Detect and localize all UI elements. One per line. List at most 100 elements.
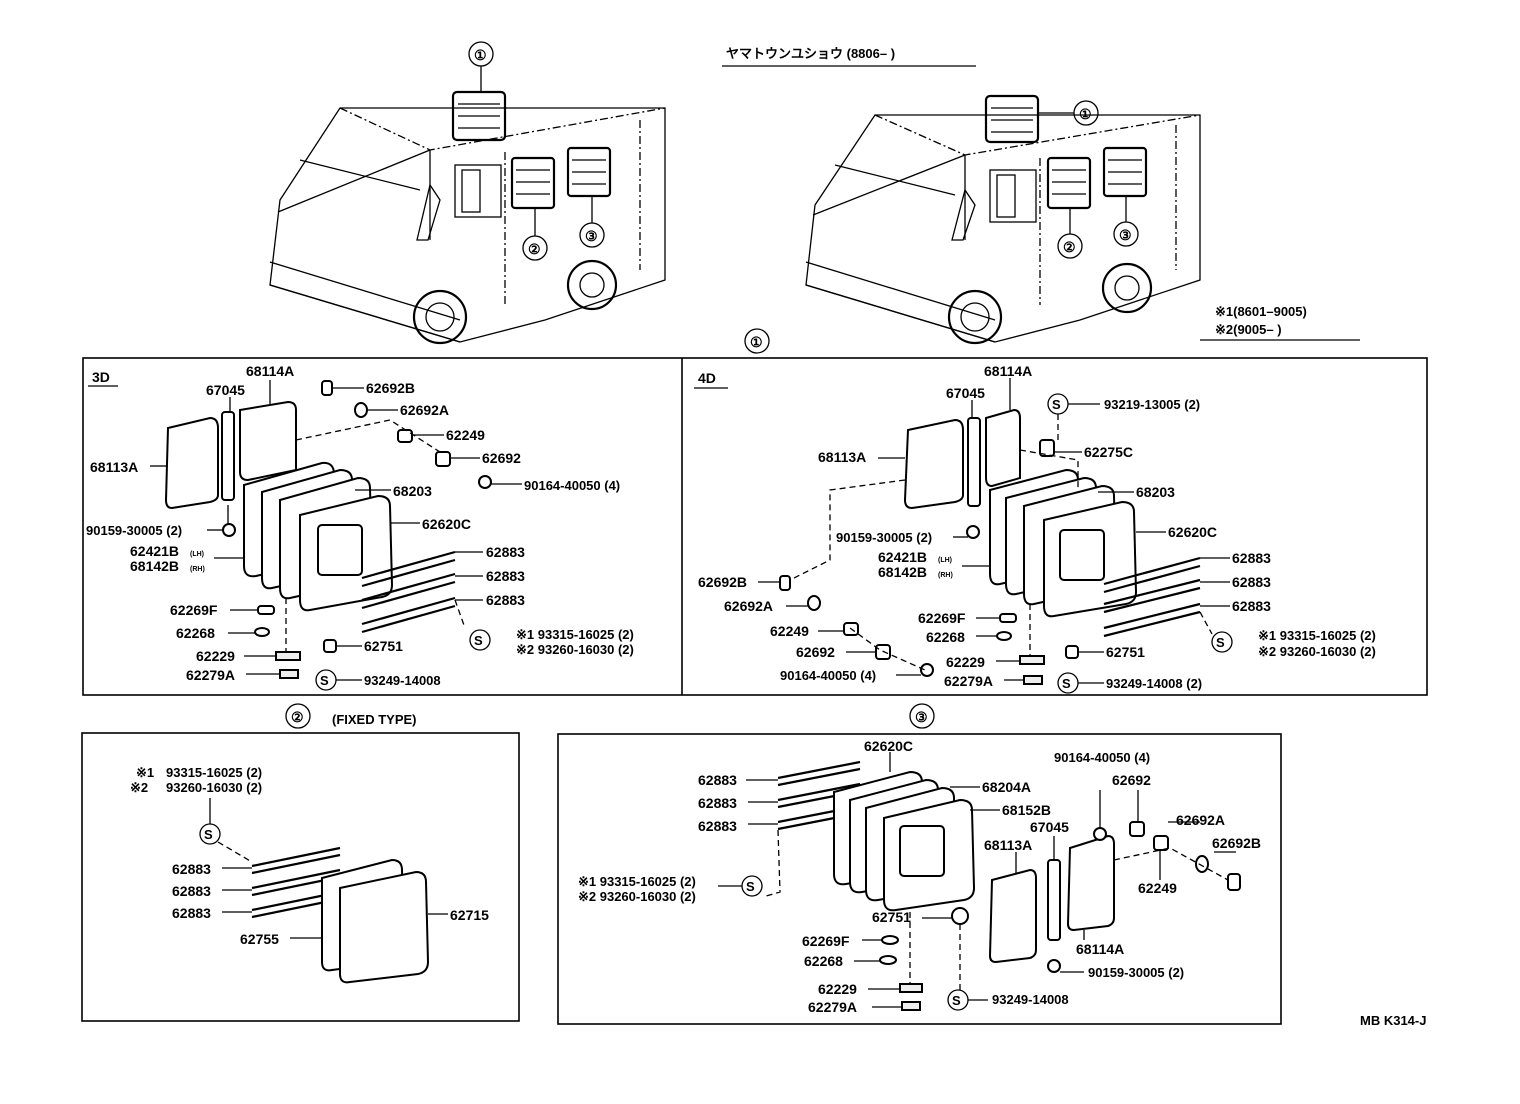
center-strip <box>221 411 235 501</box>
footer-code: MB K314-J <box>1360 1013 1426 1028</box>
section1-3d-panel: 3D S S <box>86 363 634 691</box>
label-62883-s3-c: 62883 <box>698 818 737 834</box>
label-s2-note2: ※2 <box>130 780 148 795</box>
label-67045-3d: 67045 <box>206 382 245 398</box>
label-62229-4d: 62229 <box>946 654 985 670</box>
s-mark-s3-a: S <box>746 879 755 894</box>
label-68113A-s3: 68113A <box>984 837 1032 853</box>
label-62268-3d: 62268 <box>176 625 215 641</box>
van-illustration-left: ① ② ③ <box>269 41 666 345</box>
label-rh-3d: (RH) <box>190 566 205 573</box>
label-62279A-4d: 62279A <box>944 673 993 689</box>
label-62249-s3: 62249 <box>1138 880 1177 896</box>
label-68114A-s3: 68114A <box>1076 941 1124 957</box>
label-62715-s2: 62715 <box>450 907 489 923</box>
label-s2-93315: 93315-16025 (2) <box>166 765 262 780</box>
s-mark-4d-b: S <box>1216 635 1225 650</box>
label-62755-s2: 62755 <box>240 931 279 947</box>
label-93315-3d: ※1 93315-16025 (2) <box>516 627 634 642</box>
label-90164-4d: 90164-40050 (4) <box>780 668 876 683</box>
label-62883-s2-c: 62883 <box>172 905 211 921</box>
label-62883-3d-c: 62883 <box>486 592 525 608</box>
label-lh-4d: (LH) <box>938 557 952 564</box>
glass-pane-front <box>239 400 297 482</box>
label-93260-4d: ※2 93260-16030 (2) <box>1258 644 1376 659</box>
label-62883-s2-b: 62883 <box>172 883 211 899</box>
header-note-2: ※2(9005– ) <box>1215 322 1282 337</box>
header-note-1: ※1(8601–9005) <box>1215 304 1307 319</box>
section1-callout: ① <box>750 334 763 350</box>
label-62229-3d: 62229 <box>196 648 235 664</box>
callout-3-right: ③ <box>1119 227 1132 243</box>
label-62421B-4d: 62421B <box>878 549 927 565</box>
s-mark-4d-c: S <box>1062 676 1071 691</box>
section1-frame <box>82 357 1428 696</box>
label-62692-s3: 62692 <box>1112 772 1151 788</box>
label-62883-4d-a: 62883 <box>1232 550 1271 566</box>
label-68114A-4d: 68114A <box>984 363 1032 379</box>
label-93260-s3: ※2 93260-16030 (2) <box>578 889 696 904</box>
label-62421B-3d: 62421B <box>130 543 179 559</box>
s-mark-3d-b: S <box>320 673 329 688</box>
callout-2-left: ② <box>528 241 541 257</box>
section3-panel: S S 62620C 62883 62883 62883 68204A 6 <box>578 738 1261 1015</box>
label-62692-3d: 62692 <box>482 450 521 466</box>
label-62692B-3d: 62692B <box>366 380 415 396</box>
label-62249-4d: 62249 <box>770 623 809 639</box>
label-62279A-s3: 62279A <box>808 999 857 1015</box>
label-90159-4d: 90159-30005 (2) <box>836 530 932 545</box>
label-62620C-3d: 62620C <box>422 516 471 532</box>
label-62269F-3d: 62269F <box>170 602 218 618</box>
label-67045-4d: 67045 <box>946 385 985 401</box>
label-90164-3d: 90164-40050 (4) <box>524 478 620 493</box>
label-lh-3d: (LH) <box>190 551 204 558</box>
label-68142B-4d: 68142B <box>878 564 927 580</box>
header-title: ヤマトウンユショウ (8806– ) <box>726 46 895 61</box>
label-68113A-3d: 68113A <box>90 459 138 475</box>
label-62692A-3d: 62692A <box>400 402 449 418</box>
label-62692A-4d: 62692A <box>724 598 773 614</box>
label-68114A-3d: 68114A <box>246 363 294 379</box>
label-62268-s3: 62268 <box>804 953 843 969</box>
label-93315-s3: ※1 93315-16025 (2) <box>578 874 696 889</box>
label-62692B-s3: 62692B <box>1212 835 1261 851</box>
section2-title: (FIXED TYPE) <box>332 712 417 727</box>
label-s2-note1: ※1 <box>136 765 154 780</box>
label-62883-s2-a: 62883 <box>172 861 211 877</box>
s-mark-4d-a: S <box>1052 397 1061 412</box>
label-62751-s3: 62751 <box>872 909 911 925</box>
label-93219-4d: 93219-13005 (2) <box>1104 397 1200 412</box>
section2-panel: ※1 93315-16025 (2) ※2 93260-16030 (2) S … <box>130 765 489 984</box>
callout-1-right: ① <box>1079 106 1092 122</box>
label-93249-4d: 93249-14008 (2) <box>1106 676 1202 691</box>
label-rh-4d: (RH) <box>938 572 953 579</box>
label-62883-4d-b: 62883 <box>1232 574 1271 590</box>
label-62269F-s3: 62269F <box>802 933 850 949</box>
label-62751-4d: 62751 <box>1106 644 1145 660</box>
s-mark-s2: S <box>204 827 213 842</box>
callout-3-left: ③ <box>585 228 598 244</box>
label-90159-s3: 90159-30005 (2) <box>1088 965 1184 980</box>
label-62692A-s3: 62692A <box>1176 812 1225 828</box>
label-62620C-4d: 62620C <box>1168 524 1217 540</box>
label-68204A-s3: 68204A <box>982 779 1031 795</box>
label-s2-93260: 93260-16030 (2) <box>166 780 262 795</box>
label-93249-s3: 93249-14008 <box>992 992 1069 1007</box>
section3-callout: ③ <box>915 709 928 725</box>
s-mark-s3-b: S <box>952 993 961 1008</box>
tag-3d: 3D <box>92 369 110 385</box>
label-62883-s3-b: 62883 <box>698 795 737 811</box>
label-62275C-4d: 62275C <box>1084 444 1133 460</box>
label-62269F-4d: 62269F <box>918 610 966 626</box>
section1-4d-panel: 4D S S S <box>694 363 1376 694</box>
label-62883-3d-b: 62883 <box>486 568 525 584</box>
label-62229-s3: 62229 <box>818 981 857 997</box>
label-93249-3d: 93249-14008 <box>364 673 441 688</box>
label-93315-4d: ※1 93315-16025 (2) <box>1258 628 1376 643</box>
glass-pane-rear <box>164 416 219 510</box>
label-62279A-3d: 62279A <box>186 667 235 683</box>
label-62883-4d-c: 62883 <box>1232 598 1271 614</box>
label-62620C-s3: 62620C <box>864 738 913 754</box>
section2-callout: ② <box>291 709 304 725</box>
